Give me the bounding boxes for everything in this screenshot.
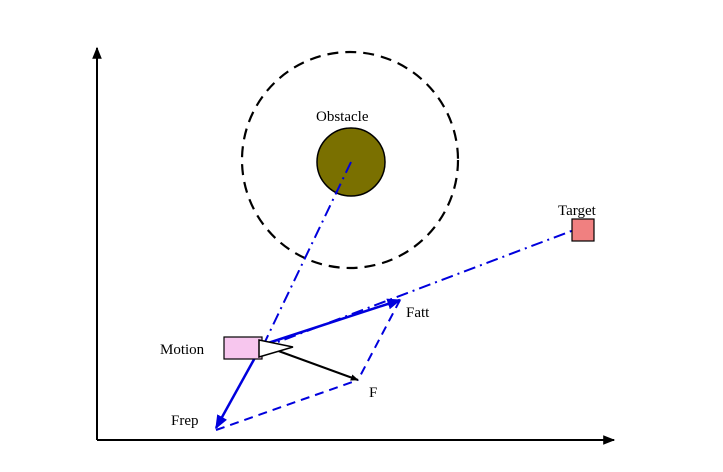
motion-robot-body <box>223 336 263 360</box>
frep-label: Frep <box>171 413 199 429</box>
fatt-label: Fatt <box>406 305 430 321</box>
obstacle-influence-circle <box>240 50 460 270</box>
obstacle-label: Obstacle <box>316 109 369 125</box>
parallelogram-side-frep-f <box>215 379 359 431</box>
motion-label: Motion <box>160 342 205 358</box>
target-label: Target <box>558 203 597 219</box>
parallelogram-side-fatt-f <box>357 299 401 381</box>
fatt-vector <box>261 298 402 347</box>
target <box>571 218 595 242</box>
obstacle-to-motion-line <box>261 161 352 349</box>
motion-heading-arrow <box>258 339 294 359</box>
f-label: F <box>369 385 377 401</box>
